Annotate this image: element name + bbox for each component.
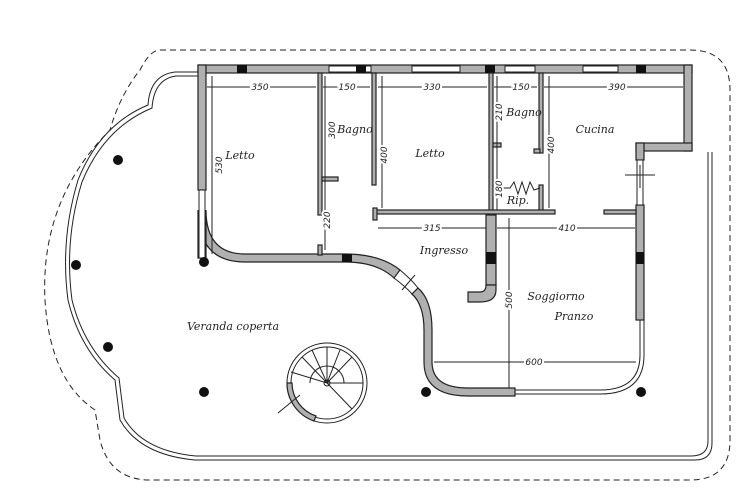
dim-h-soggiorno: 410 bbox=[558, 224, 575, 234]
dim-v-cucina: 400 bbox=[547, 136, 557, 153]
room-soggiorno: Soggiorno bbox=[527, 290, 585, 303]
dim-v-bagno-2: 210 bbox=[495, 103, 505, 120]
dim-v-soggiorno: 500 bbox=[505, 291, 515, 308]
dim-h-bottom: 600 bbox=[525, 358, 542, 368]
room-pranzo: Pranzo bbox=[554, 310, 594, 323]
dim-top-letto-1: 350 bbox=[251, 83, 268, 93]
windows bbox=[198, 65, 655, 395]
room-bagno-1: Bagno bbox=[336, 123, 373, 136]
dim-v-letto-2: 400 bbox=[380, 146, 390, 163]
dim-v-rip: 180 bbox=[495, 180, 505, 197]
dim-v-bagno-1: 300 bbox=[328, 121, 338, 138]
dim-top-letto-2: 330 bbox=[423, 83, 440, 93]
room-letto-1: Letto bbox=[224, 149, 255, 162]
outer-walls bbox=[197, 64, 693, 397]
room-letto-2: Letto bbox=[414, 147, 445, 160]
room-bagno-2: Bagno bbox=[505, 106, 542, 119]
room-veranda: Veranda coperta bbox=[187, 320, 279, 333]
dim-top-bagno-2: 150 bbox=[512, 83, 529, 93]
room-labels: Letto Bagno Letto Bagno Cucina Rip. Ingr… bbox=[187, 106, 614, 333]
terrace-columns bbox=[71, 155, 646, 397]
dimension-lines bbox=[207, 76, 683, 388]
dim-top-cucina: 390 bbox=[608, 83, 625, 93]
dashed-boundary bbox=[44, 49, 731, 481]
room-cucina: Cucina bbox=[576, 123, 615, 136]
dim-top-bagno-1: 150 bbox=[338, 83, 355, 93]
spiral-staircase bbox=[277, 342, 368, 424]
dim-v-letto-1: 530 bbox=[215, 156, 225, 173]
wall-columns bbox=[237, 65, 646, 264]
terrace-outline bbox=[65, 71, 713, 461]
interior-walls bbox=[317, 72, 637, 256]
room-rip: Rip. bbox=[506, 194, 529, 207]
dimension-labels: 350 150 330 150 390 530 300 220 400 210 … bbox=[213, 81, 628, 370]
dim-h-ingresso: 315 bbox=[423, 224, 440, 234]
room-ingresso: Ingresso bbox=[419, 244, 469, 257]
dim-v-bagno-1-lower: 220 bbox=[323, 211, 333, 228]
